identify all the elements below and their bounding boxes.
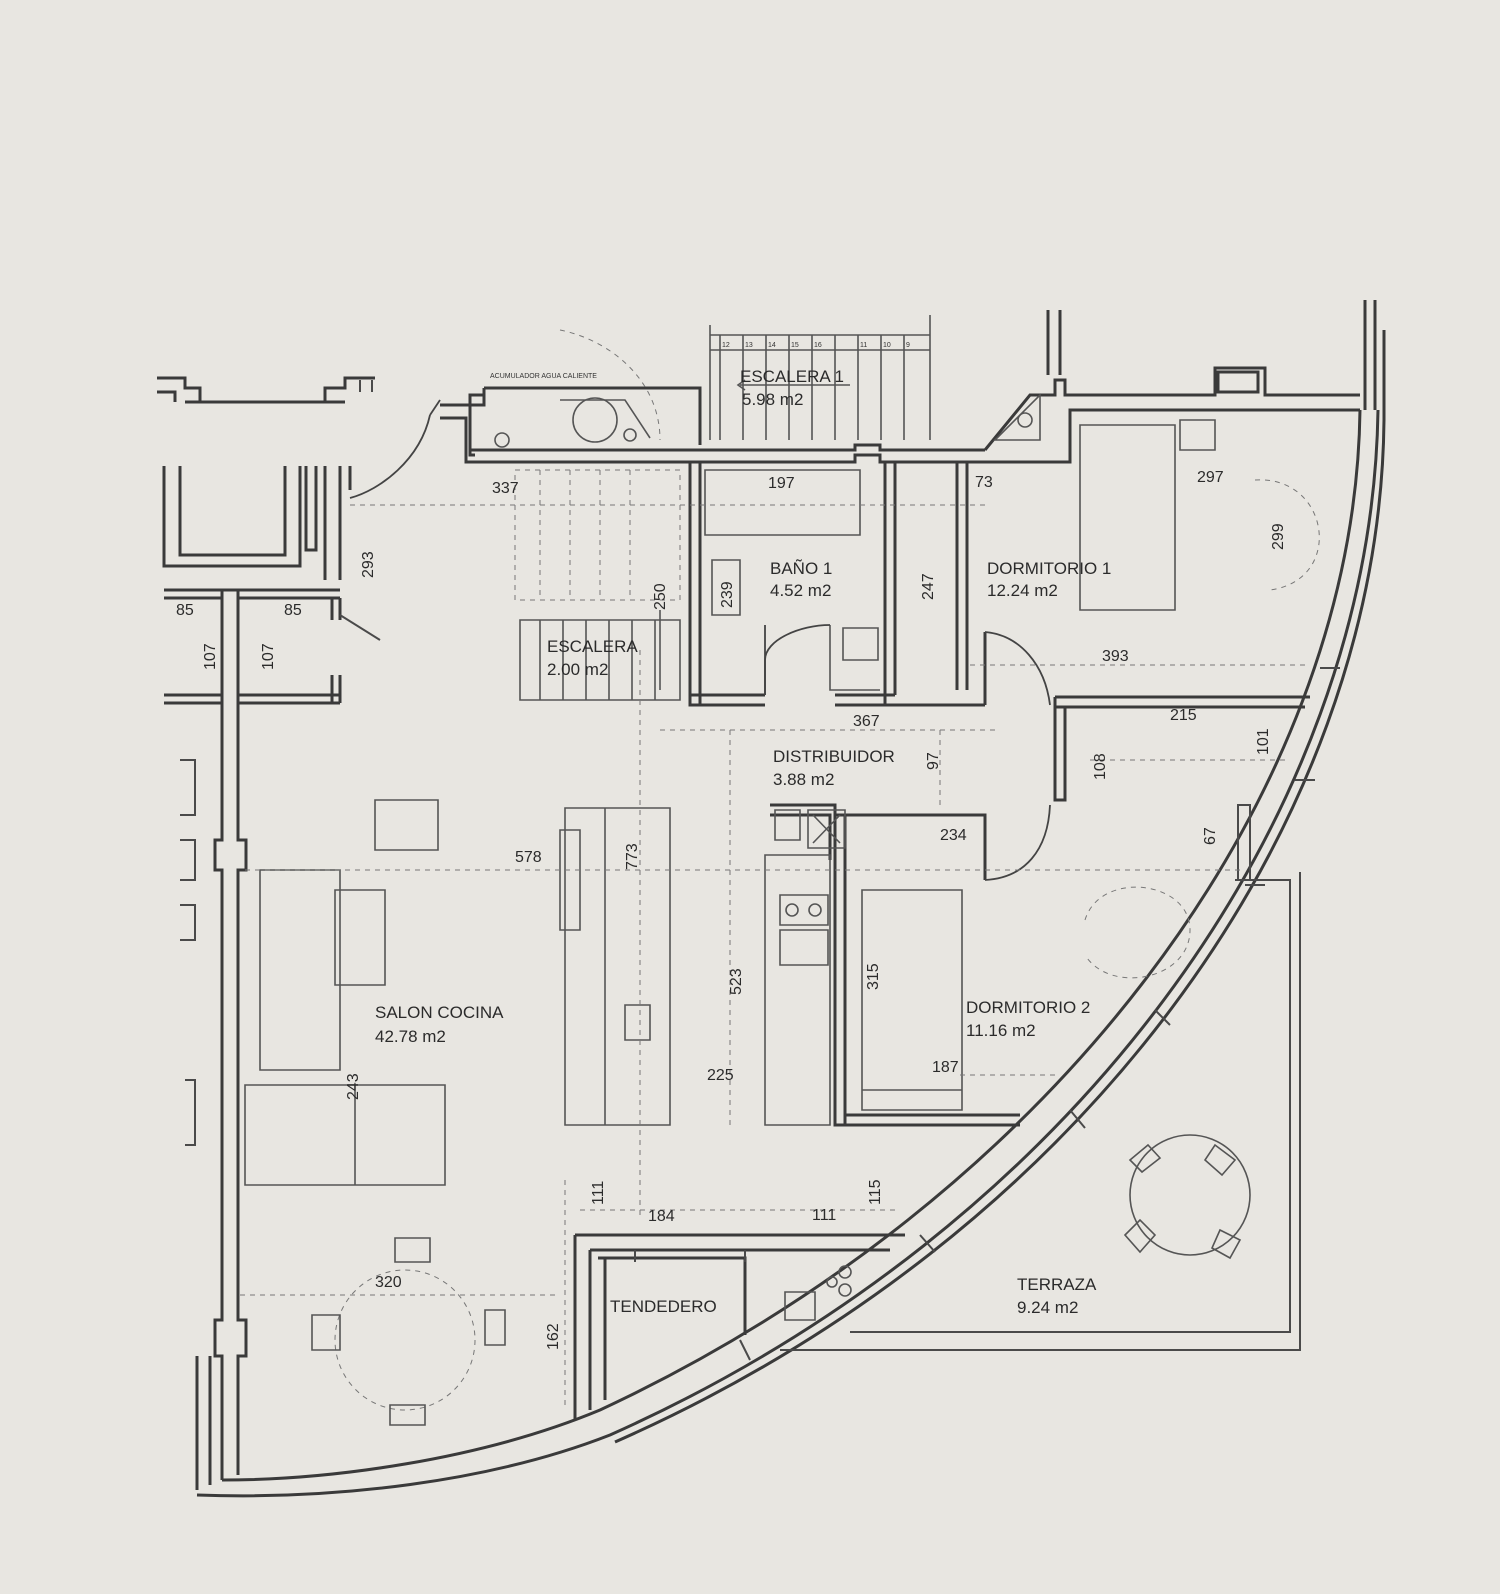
dimension-label: 225 (707, 1067, 734, 1084)
room-area-dormitorio-1: 12.24 m2 (987, 581, 1058, 600)
dimension-label: 107 (202, 643, 219, 670)
dimension-label: 393 (1102, 648, 1129, 665)
room-area-salon-cocina: 42.78 m2 (375, 1027, 446, 1046)
bathroom-fixtures (704, 469, 880, 691)
dimension-label: 111 (590, 1181, 607, 1205)
room-area-escalera-1: 5.98 m2 (742, 390, 803, 409)
dimension-lines (240, 504, 1310, 1410)
room-name-salon-cocina: SALON COCINA (375, 1003, 504, 1022)
dimension-label: 337 (492, 480, 519, 497)
water-heater: ACUMULADOR AGUA CALIENTE (490, 329, 661, 448)
dimension-label: 297 (1197, 469, 1224, 486)
step-number: 12 (722, 342, 730, 349)
bed-dormitorio-2 (861, 886, 1191, 1111)
kitchen (559, 807, 846, 1126)
top-left-wall-fragment (157, 376, 375, 404)
dimension-label: 115 (867, 1179, 884, 1205)
room-name-dormitorio-1: DORMITORIO 1 (987, 559, 1111, 578)
room-area-escalera: 2.00 m2 (547, 660, 608, 679)
dimension-labels: 337 197 73 297 299 293 239 250 247 85 85… (176, 469, 1287, 1350)
dimension-label: 367 (853, 713, 880, 730)
dimension-label: 73 (975, 474, 993, 491)
step-number: 15 (791, 342, 799, 349)
dimension-label: 111 (812, 1207, 836, 1224)
step-number: 16 (814, 342, 822, 349)
room-name-escalera: ESCALERA (547, 637, 638, 656)
step-number: 9 (906, 342, 910, 349)
step-number: 11 (860, 342, 867, 349)
room-name-tendedero: TENDEDERO (610, 1297, 717, 1316)
tendedero-fixtures (784, 1265, 852, 1321)
step-number: 14 (768, 342, 776, 349)
dimension-label: 293 (360, 551, 377, 578)
dimension-label: 67 (1202, 827, 1219, 845)
dimension-label: 197 (768, 475, 795, 492)
dimension-label: 108 (1092, 753, 1109, 780)
upper-left-small-rooms (164, 588, 381, 705)
room-name-dormitorio-2: DORMITORIO 2 (966, 998, 1090, 1017)
dimension-label: 215 (1170, 707, 1197, 724)
water-heater-label: ACUMULADOR AGUA CALIENTE (490, 373, 597, 380)
dimension-label: 234 (940, 827, 967, 844)
dimension-label: 250 (652, 583, 669, 610)
doors (349, 399, 1051, 881)
dimension-label: 578 (515, 849, 542, 866)
room-name-escalera-1: ESCALERA 1 (740, 367, 844, 386)
dimension-label: 523 (728, 968, 745, 995)
room-name-distribuidor: DISTRIBUIDOR (773, 747, 895, 766)
step-number: 13 (745, 342, 753, 349)
room-area-bano-1: 4.52 m2 (770, 581, 831, 600)
left-column-block (162, 466, 352, 580)
left-exterior-wall (195, 590, 248, 1490)
room-name-terraza: TERRAZA (1017, 1275, 1097, 1294)
step-number: 10 (883, 342, 891, 349)
interior-walls (573, 462, 1310, 1420)
room-name-bano-1: BAÑO 1 (770, 559, 832, 578)
top-main-wall (440, 300, 1377, 464)
dimension-label: 247 (920, 573, 937, 600)
stair-escalera-2 (514, 469, 681, 701)
dimension-label: 184 (648, 1208, 675, 1225)
stair-treads (719, 335, 905, 440)
shaft-corner (993, 393, 1041, 441)
dimension-label: 320 (375, 1274, 402, 1291)
dimension-label: 243 (345, 1073, 362, 1100)
dimension-label: 107 (260, 643, 277, 670)
dimension-label: 101 (1255, 728, 1272, 755)
dimension-label: 773 (624, 843, 641, 870)
room-area-distribuidor: 3.88 m2 (773, 770, 834, 789)
dimension-label: 97 (925, 752, 942, 770)
dimension-label: 239 (719, 581, 736, 608)
dimension-label: 162 (545, 1323, 562, 1350)
dimension-label: 85 (176, 602, 194, 619)
room-area-dormitorio-2: 11.16 m2 (966, 1021, 1036, 1040)
dimension-label: 299 (1270, 523, 1287, 550)
bed-dormitorio-1 (1079, 419, 1320, 611)
stair-escalera-1: 12 13 14 15 16 11 10 9 (709, 315, 931, 440)
salon-furniture (180, 759, 506, 1426)
dimension-label: 85 (284, 602, 302, 619)
room-labels: ESCALERA 1 5.98 m2 ESCALERA 2.00 m2 BAÑO… (375, 367, 1111, 1317)
terrace-table (1123, 1134, 1251, 1260)
dimension-label: 187 (932, 1059, 959, 1076)
room-area-terraza: 9.24 m2 (1017, 1298, 1078, 1317)
dimension-label: 315 (865, 963, 882, 990)
